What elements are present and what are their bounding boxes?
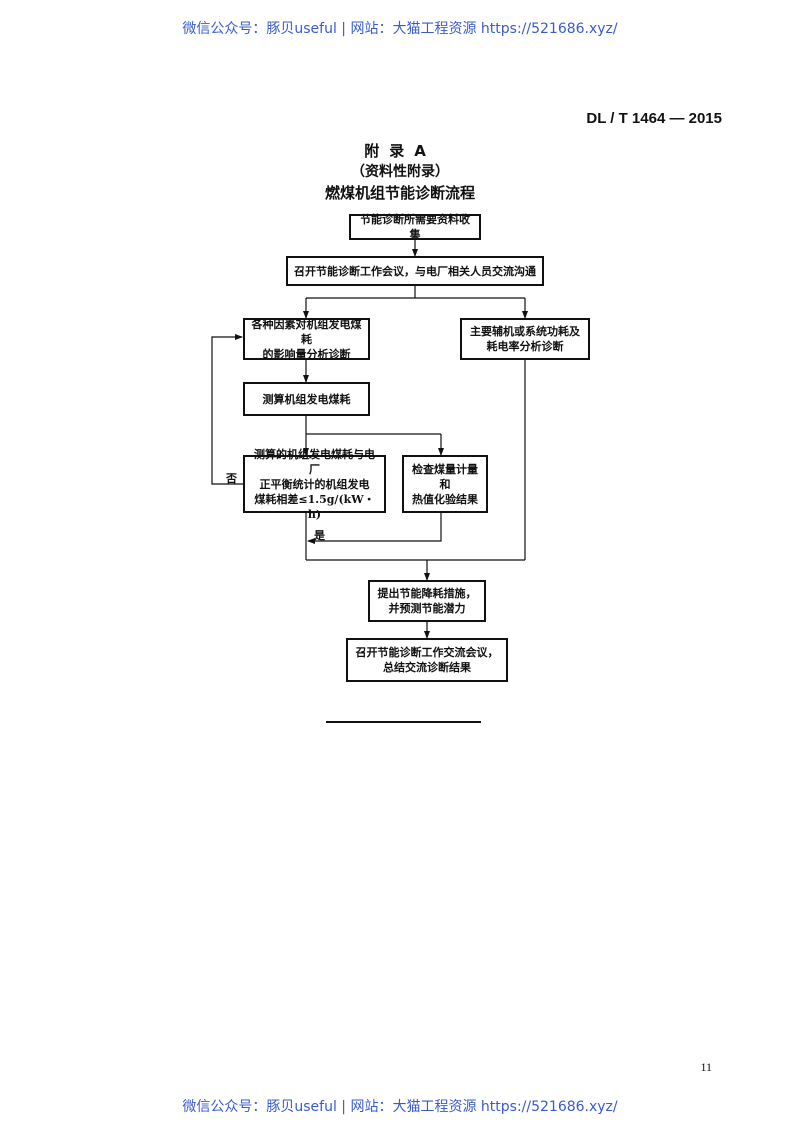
node-auxiliary-analysis: 主要辅机或系统功耗及 耗电率分析诊断 — [460, 318, 590, 360]
appendix-title: 附录A — [364, 142, 436, 160]
edge-no-loop — [211, 334, 243, 485]
watermark-bottom: 微信公众号：豚贝useful | 网站：大猫工程资源 https://52168… — [182, 1099, 618, 1115]
edge-check-return — [307, 513, 442, 544]
watermark-top: 微信公众号：豚贝useful | 网站：大猫工程资源 https://52168… — [182, 21, 618, 37]
node-compare-consumption: 测算的机组发电煤耗与电厂 正平衡统计的机组发电 煤耗相差≤1.5g/(kW・h) — [243, 448, 386, 521]
appendix-subtitle: （资料性附录） — [351, 164, 449, 180]
page-number: 11 — [700, 1060, 712, 1074]
edge-label-no: 否 — [226, 472, 237, 485]
node-calc-coal-consumption: 测算机组发电煤耗 — [243, 382, 370, 416]
node-factor-analysis: 各种因素对机组发电煤耗 的影响量分析诊断 — [243, 318, 370, 361]
node-data-collection: 节能诊断所需要资料收集 — [349, 213, 481, 241]
diagram-title: 燃煤机组节能诊断流程 — [324, 184, 475, 202]
standard-code: DL / T 1464 — 2015 — [586, 110, 722, 127]
edge-label-yes: 是 — [314, 529, 325, 542]
node-summary-meeting: 召开节能诊断工作交流会议， 总结交流诊断结果 — [346, 638, 508, 682]
node-check-coal-metering: 检查煤量计量和 热值化验结果 — [402, 455, 488, 513]
node-energy-measures: 提出节能降耗措施， 并预测节能潜力 — [368, 580, 486, 622]
end-rule — [326, 721, 481, 723]
node-kickoff-meeting: 召开节能诊断工作会议，与电厂相关人员交流沟通 — [286, 256, 544, 286]
